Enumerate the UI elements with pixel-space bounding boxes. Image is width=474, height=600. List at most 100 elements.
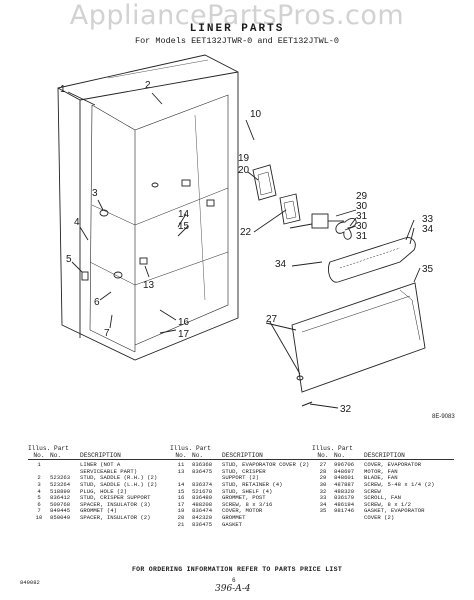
part-number: 836374: [192, 480, 213, 488]
illus-number: 21: [177, 520, 185, 528]
part-description: GROMMET: [222, 513, 246, 521]
part-number: [334, 515, 364, 522]
part-number: 836475: [192, 467, 213, 475]
callout-label: 19: [238, 153, 250, 164]
callout-label: 30: [356, 201, 368, 212]
callout-label: 31: [356, 231, 368, 242]
part-number: 836475: [192, 520, 213, 528]
column-header-illus: Illus. Part: [312, 445, 353, 452]
illus-number: 28: [319, 467, 327, 475]
liner-outline: [57, 54, 239, 361]
illus-number: 1: [37, 461, 41, 469]
figure-code: 8E-9083: [432, 414, 455, 420]
part-number: [50, 462, 80, 469]
gasket: [279, 193, 301, 225]
part-description: PLUG, HOLE (2): [80, 487, 127, 495]
part-number: 487887: [334, 480, 355, 488]
column-header-description: DESCRIPTION: [222, 451, 263, 459]
callout-label: 17: [178, 329, 190, 340]
illus-number: 30: [319, 480, 327, 488]
callout-label: 6: [94, 297, 100, 308]
part-number: 836412: [50, 494, 71, 502]
part-description: GROMMET, POST: [222, 494, 266, 502]
column-header-part-no: No.: [192, 451, 204, 459]
part-description: STUD, RETAINER (4): [222, 480, 283, 488]
column-header-part-no: No.: [334, 451, 346, 459]
callout-label: 4: [74, 217, 80, 228]
illus-number: 29: [319, 474, 327, 482]
motor-cover: [252, 164, 277, 201]
table-row: COVER (2): [312, 513, 454, 522]
callout-label: 13: [143, 280, 155, 291]
part-description: STUD, SHELF (4): [222, 487, 273, 495]
fan-blade: [335, 217, 357, 240]
illus-number: 27: [319, 461, 327, 469]
column-header-description: DESCRIPTION: [364, 451, 405, 459]
column-header-no: No.: [175, 451, 187, 459]
callout-label: 7: [104, 328, 110, 339]
page-subtitle: For Models EET132JTWR-0 and EET132JTWL-0: [134, 36, 340, 46]
part-description: GASKET, EVAPORATOR: [364, 507, 425, 515]
part-description: SPACER, INSULATOR (3): [80, 500, 151, 508]
callout-label: 32: [340, 404, 352, 415]
callout-label: 5: [66, 254, 72, 265]
callout-label: 34: [422, 224, 434, 235]
callout-label: 14: [178, 209, 190, 220]
part-description: SCROLL, FAN: [364, 494, 401, 502]
table-row: 5 836412 STUD, CRISPER SUPPORT: [28, 495, 170, 502]
part-description: SCREW, 8 x 3/16: [222, 500, 273, 508]
illus-number: 5: [37, 494, 41, 502]
part-number: 996706: [334, 461, 355, 469]
table-row: 28 848697 MOTOR, FAN: [312, 467, 454, 476]
part-number: 836474: [192, 507, 213, 515]
callout-label: 3: [92, 188, 98, 199]
table-row: SERVICEABLE PART): [28, 468, 170, 476]
part-description: STUD, EVAPORATOR COVER (2): [222, 461, 310, 469]
part-description: MOTOR, FAN: [364, 467, 398, 475]
part-number: 850049: [50, 513, 71, 521]
part-number: 836368: [192, 461, 213, 469]
illus-number: 16: [177, 494, 185, 502]
part-number: 848697: [334, 467, 355, 475]
callout-labels: 1 2 3 4 5 6 7 10 13 14 15 16 17 19 20 22…: [60, 80, 434, 415]
part-number: 848601: [334, 474, 355, 482]
callout-label: 34: [275, 259, 287, 270]
illus-number: 35: [319, 507, 327, 515]
illus-number: 33: [319, 494, 327, 502]
watermark-logo: AppliancePartsPros.com: [69, 0, 405, 31]
part-number: 509768: [50, 500, 71, 508]
table-row: SUPPORT (2): [170, 475, 312, 482]
part-description: STUD, CRISPER SUPPORT: [80, 494, 151, 502]
column-header-illus: Illus. Part: [170, 445, 211, 452]
illus-number: 17: [177, 500, 185, 508]
parts-column-2: Illus. Part No. No. DESCRIPTION 11 836368…: [170, 445, 312, 528]
part-description: GROMMET (4): [80, 507, 117, 515]
column-header-no: No.: [317, 451, 329, 459]
callout-label: 10: [250, 109, 262, 120]
part-description: SCREW, 8 x 1/2: [364, 500, 411, 508]
illus-number: 19: [177, 507, 185, 515]
column-header-no: No.: [33, 451, 45, 459]
illus-number: 6: [37, 500, 41, 508]
handwritten-note: 396-A-4: [215, 584, 251, 594]
part-description: COVER (2): [364, 513, 395, 521]
callout-label: 29: [356, 191, 368, 202]
illus-number: 11: [177, 461, 185, 469]
part-number: 523264: [50, 480, 71, 488]
callout-label: 16: [178, 317, 190, 328]
